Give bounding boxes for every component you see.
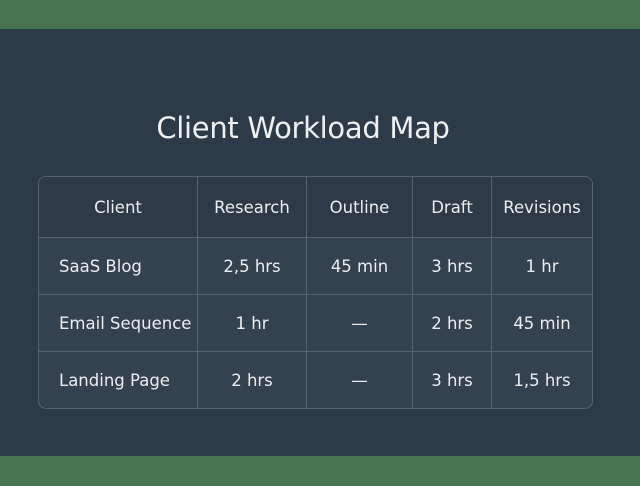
- content-panel: Client Workload Map Client Research Outl…: [0, 29, 640, 456]
- client-cell: Email Sequence: [39, 295, 198, 352]
- outline-cell: —: [307, 295, 413, 352]
- draft-cell: 3 hrs: [413, 352, 492, 408]
- table-row: Landing Page 2 hrs — 3 hrs 1,5 hrs: [39, 351, 592, 408]
- header-research: Research: [198, 177, 307, 238]
- research-cell: 1 hr: [198, 295, 307, 352]
- client-cell: Landing Page: [39, 352, 198, 408]
- revisions-cell: 1,5 hrs: [513, 371, 571, 390]
- research-cell: 2 hrs: [198, 352, 307, 408]
- outline-cell: 45 min: [307, 238, 413, 295]
- outline-cell: —: [307, 352, 413, 408]
- revisions-cell: 1 hr: [525, 257, 559, 276]
- page-title: Client Workload Map: [156, 111, 450, 145]
- draft-cell: 2 hrs: [413, 295, 492, 352]
- table-row: SaaS Blog 2,5 hrs 45 min 3 hrs 1 hr: [39, 237, 592, 295]
- header-draft: Draft: [413, 177, 492, 238]
- workload-table: Client Research Outline Draft Revisions …: [38, 176, 593, 409]
- research-cell: 2,5 hrs: [198, 238, 307, 295]
- client-cell: SaaS Blog: [39, 238, 198, 295]
- table-header-row: Client Research Outline Draft Revisions: [39, 177, 592, 238]
- draft-cell: 3 hrs: [413, 238, 492, 295]
- header-client: Client: [39, 177, 198, 238]
- header-revisions: Revisions: [503, 198, 581, 217]
- revisions-cell: 45 min: [513, 314, 571, 333]
- header-outline: Outline: [307, 177, 413, 238]
- table-row: Email Sequence 1 hr — 2 hrs 45 min: [39, 294, 592, 352]
